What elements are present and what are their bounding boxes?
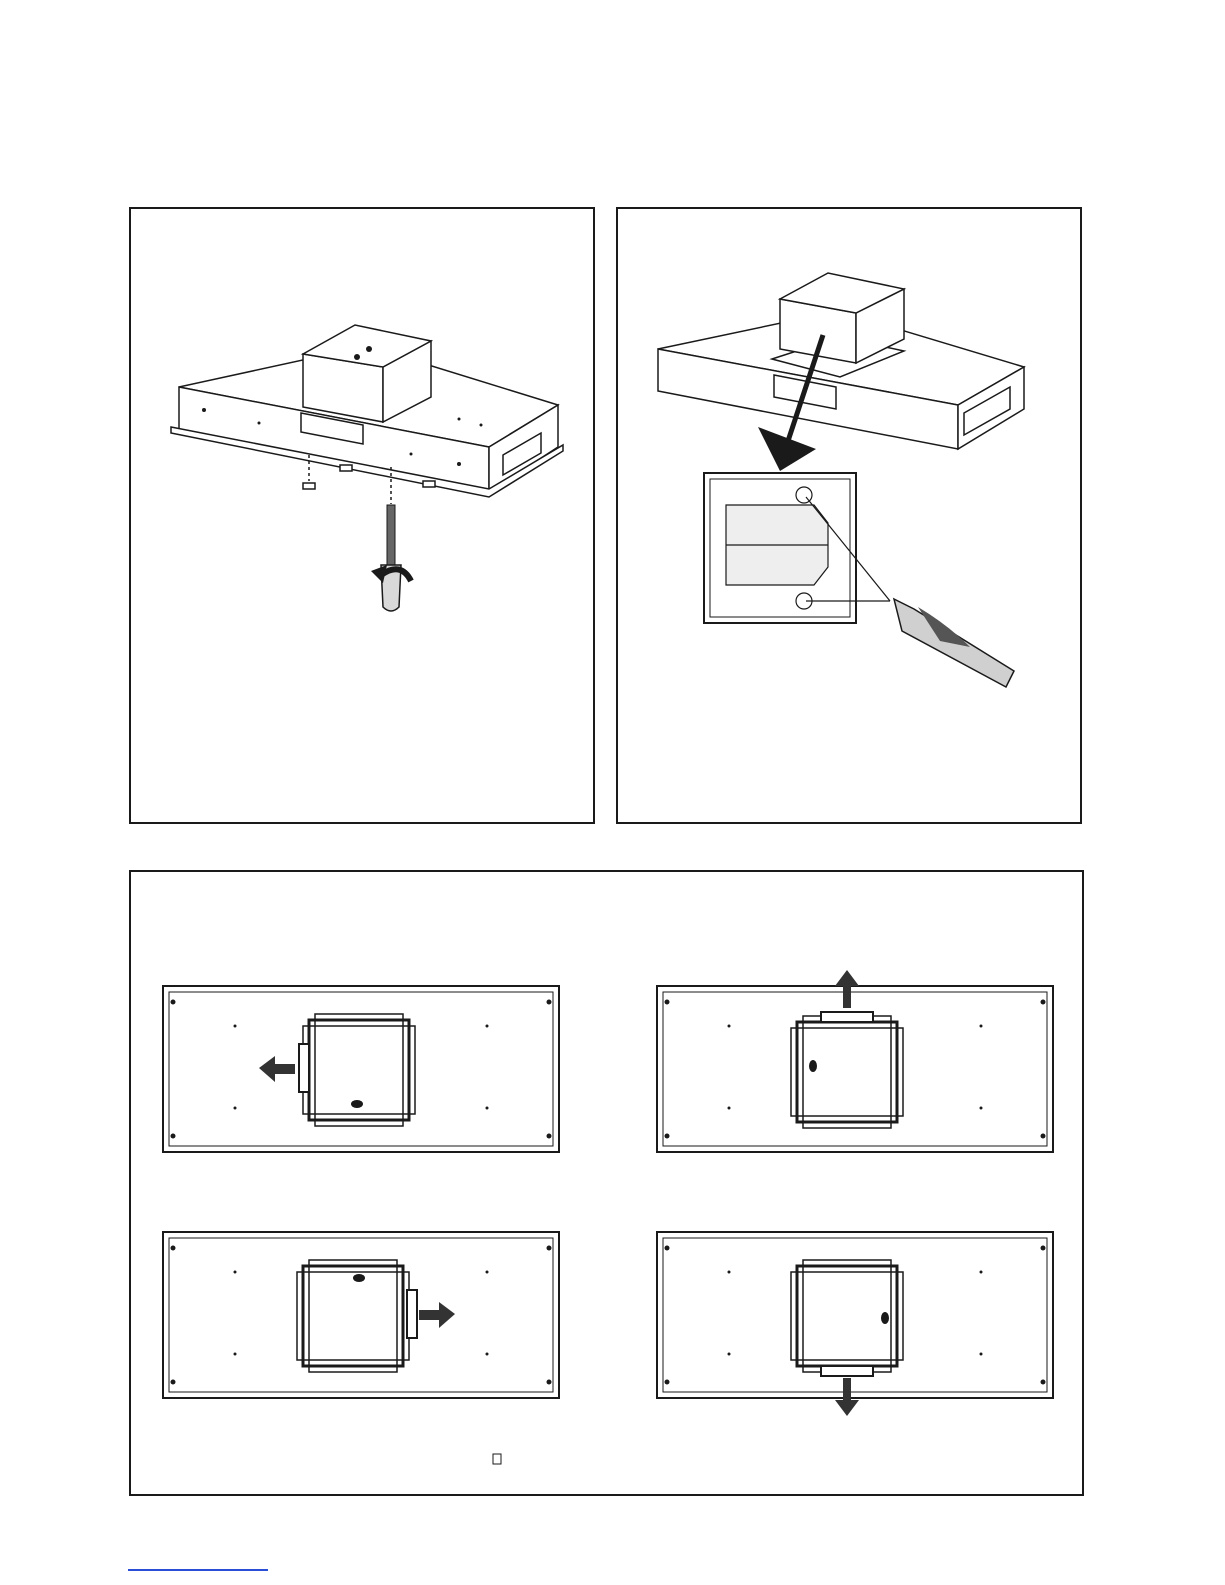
orientation-left <box>163 986 559 1152</box>
motor-detail-illustration <box>618 209 1080 822</box>
orientation-top <box>657 970 1053 1152</box>
screwdriver-icon <box>381 505 401 611</box>
figure-panel-orientations <box>129 870 1084 1496</box>
figure-panel-remove-screws <box>129 207 595 824</box>
screwdriver-icon <box>894 599 1014 687</box>
orientation-right <box>163 1232 559 1398</box>
small-square-marker <box>493 1454 501 1464</box>
orientation-diagrams <box>131 872 1082 1494</box>
hood-screw-removal-illustration <box>131 209 593 822</box>
footer-link-underline[interactable] <box>128 1569 268 1571</box>
figure-panel-motor-detail <box>616 207 1082 824</box>
orientation-bottom <box>657 1232 1053 1416</box>
